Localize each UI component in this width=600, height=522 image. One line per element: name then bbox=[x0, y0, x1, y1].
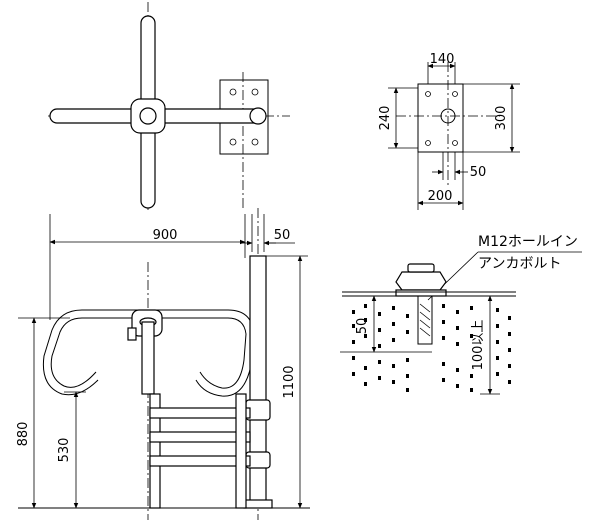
dim-50-plate: 50 bbox=[470, 165, 487, 180]
anchor-detail: M12ホールイン アンカボルト bbox=[340, 234, 582, 395]
dim-140: 140 bbox=[430, 52, 455, 67]
dim-hole-depth: 100以上 bbox=[471, 320, 486, 371]
ladder-frame bbox=[149, 393, 161, 509]
anchor-nut bbox=[395, 271, 447, 291]
callout-line1: M12ホールイン bbox=[478, 234, 578, 250]
callout-line2: アンカボルト bbox=[478, 256, 561, 272]
plan-post-top bbox=[249, 107, 267, 125]
anchor-bolt bbox=[417, 295, 433, 345]
dim-240: 240 bbox=[378, 106, 393, 131]
dim-200: 200 bbox=[428, 189, 453, 204]
dim-1100: 1100 bbox=[282, 365, 297, 398]
dim-900: 900 bbox=[153, 228, 178, 243]
dim-embed-50: 50 bbox=[355, 318, 370, 335]
dim-300: 300 bbox=[494, 106, 509, 131]
base-plate-outline bbox=[417, 83, 464, 153]
dim-880: 880 bbox=[16, 422, 31, 447]
top-plan-view bbox=[48, 2, 290, 210]
concrete-hatch bbox=[352, 304, 511, 392]
base-plate-detail: 140 240 300 50 200 bbox=[378, 52, 520, 210]
front-elevation: 900 50 1100 880 530 bbox=[16, 208, 310, 520]
dim-530: 530 bbox=[57, 438, 72, 463]
dim-50-post: 50 bbox=[274, 228, 291, 243]
